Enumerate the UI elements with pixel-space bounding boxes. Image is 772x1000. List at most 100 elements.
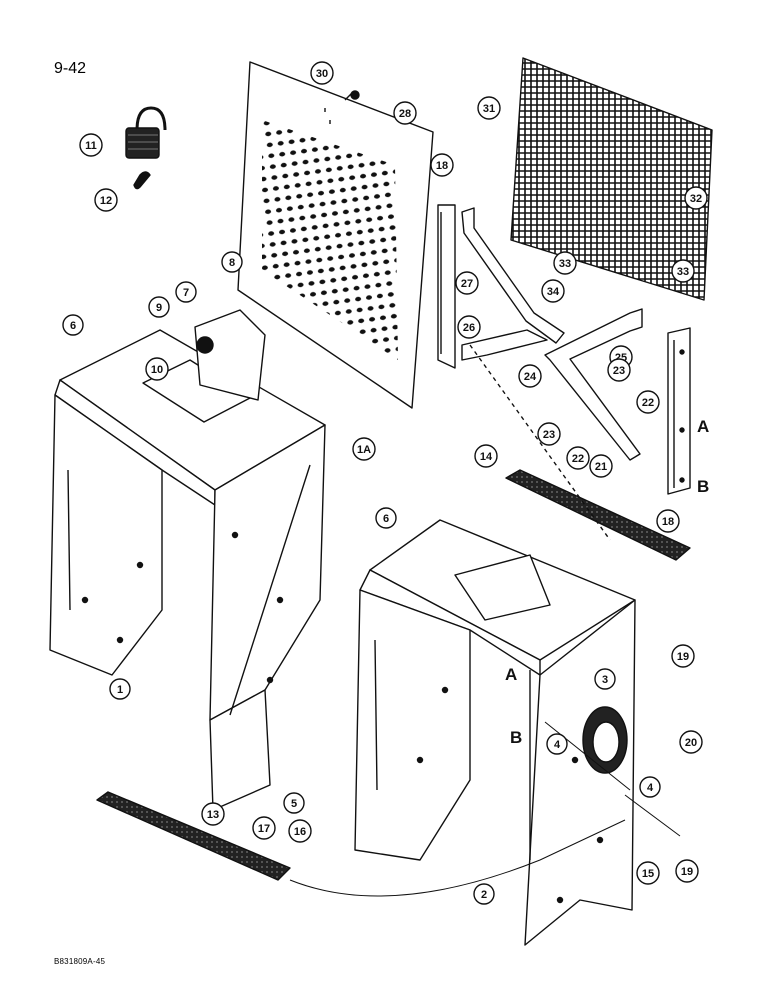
callout-13: 13: [201, 802, 225, 826]
callout-23: 23: [537, 422, 561, 446]
key-icon: [133, 171, 151, 190]
figure-code: B831809A-45: [54, 957, 106, 966]
page-number: 9-42: [54, 60, 87, 77]
callout-17: 17: [252, 816, 276, 840]
callout-label: 1A: [357, 444, 371, 456]
callout-label: 19: [677, 651, 689, 663]
callout-label: 13: [207, 809, 219, 821]
letter-layer: A B A B: [505, 417, 709, 747]
callout-5: 5: [283, 792, 305, 814]
callout-label: 34: [547, 286, 560, 298]
callout-label: 18: [436, 160, 448, 172]
callout-22: 22: [566, 446, 590, 470]
callout-label: 24: [524, 371, 537, 383]
callout-label: 10: [151, 364, 163, 376]
callout-23: 23: [607, 358, 631, 382]
callout-30: 30: [310, 61, 334, 85]
callout-1: 1: [109, 678, 131, 700]
callout-label: 32: [690, 193, 702, 205]
callout-label: 16: [294, 826, 306, 838]
callout-label: 1: [117, 684, 123, 696]
callout-label: 20: [685, 737, 697, 749]
reference-letter-B: B: [510, 728, 522, 747]
hinged-door: [194, 309, 266, 401]
callout-18: 18: [430, 153, 454, 177]
callout-24: 24: [518, 364, 542, 388]
support-brackets: [461, 207, 643, 461]
callout-28: 28: [393, 101, 417, 125]
callout-12: 12: [94, 188, 118, 212]
callout-1A: 1A: [352, 437, 376, 461]
callout-16: 16: [288, 819, 312, 843]
callout-label: 6: [383, 513, 389, 525]
callout-18: 18: [656, 509, 680, 533]
callout-4: 4: [639, 776, 661, 798]
callout-label: 17: [258, 823, 270, 835]
callout-label: 2: [481, 889, 487, 901]
channel-upper: [437, 204, 456, 369]
callout-32: 32: [684, 186, 708, 210]
screen-mesh: [510, 57, 713, 301]
perforated-grille: [237, 61, 434, 409]
callout-7: 7: [175, 281, 197, 303]
callout-label: 23: [613, 365, 625, 377]
callout-9: 9: [148, 296, 170, 318]
callout-8: 8: [221, 251, 243, 273]
callout-20: 20: [679, 730, 703, 754]
reference-letter-A: A: [505, 665, 517, 684]
callout-2: 2: [473, 883, 495, 905]
callout-19: 19: [675, 859, 699, 883]
callout-label: 14: [480, 451, 493, 463]
clamp-ring: [582, 706, 628, 774]
callout-label: 12: [100, 195, 112, 207]
callout-label: 18: [662, 516, 674, 528]
callout-label: 11: [85, 140, 97, 152]
reference-letter-A: A: [697, 417, 709, 436]
callout-label: 30: [316, 68, 328, 80]
callout-14: 14: [474, 444, 498, 468]
callout-33: 33: [553, 251, 577, 275]
reference-letter-B: B: [697, 477, 709, 496]
callout-label: 21: [595, 461, 607, 473]
callout-label: 8: [229, 257, 235, 269]
callout-label: 23: [543, 429, 555, 441]
channel-lower: [667, 327, 691, 495]
callout-19: 19: [671, 644, 695, 668]
callout-11: 11: [79, 133, 103, 157]
callout-label: 26: [463, 322, 475, 334]
callout-4: 4: [546, 733, 568, 755]
callout-label: 31: [483, 103, 495, 115]
callout-3: 3: [594, 668, 616, 690]
padlock-icon: [125, 106, 167, 159]
callout-10: 10: [145, 357, 169, 381]
filter-strip: [505, 469, 691, 561]
callout-21: 21: [589, 454, 613, 478]
callout-15: 15: [636, 861, 660, 885]
callout-label: 4: [647, 782, 654, 794]
callout-label: 19: [681, 866, 693, 878]
callout-26: 26: [457, 315, 481, 339]
callout-22: 22: [636, 390, 660, 414]
callout-label: 22: [642, 397, 654, 409]
left-housing: [49, 329, 326, 811]
callout-label: 5: [291, 798, 297, 810]
callout-33: 33: [671, 259, 695, 283]
callout-34: 34: [541, 279, 565, 303]
callout-label: 7: [183, 287, 189, 299]
bottom-seal: [96, 791, 291, 881]
callout-31: 31: [477, 96, 501, 120]
callout-27: 27: [455, 271, 479, 295]
callout-label: 3: [602, 674, 608, 686]
callout-6: 6: [375, 507, 397, 529]
callout-label: 28: [399, 108, 411, 120]
callout-label: 6: [70, 320, 76, 332]
callout-label: 15: [642, 868, 654, 880]
callout-label: 22: [572, 453, 584, 465]
callout-label: 33: [677, 266, 689, 278]
callout-6: 6: [62, 314, 84, 336]
callout-label: 33: [559, 258, 571, 270]
callout-label: 27: [461, 278, 473, 290]
callout-label: 9: [156, 302, 162, 314]
